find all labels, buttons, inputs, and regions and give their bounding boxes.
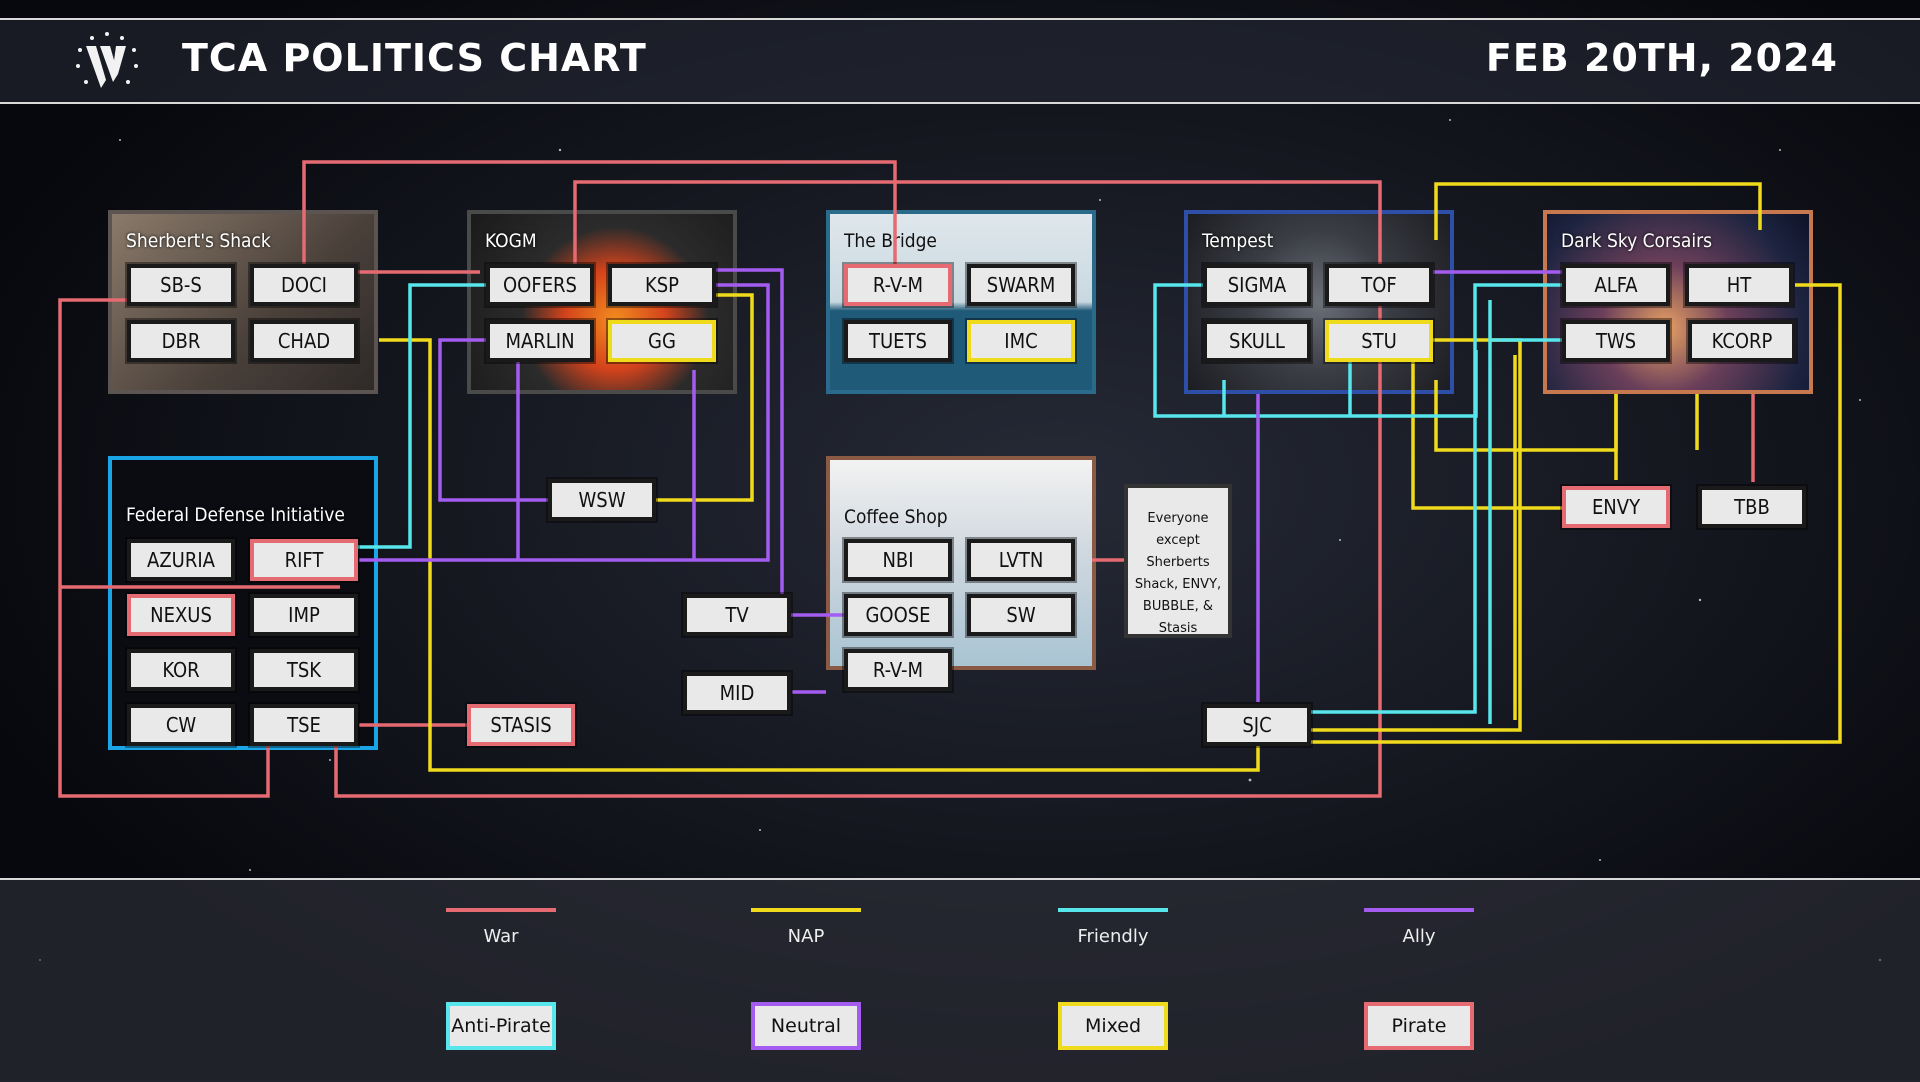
node-chad[interactable]: CHAD bbox=[250, 320, 358, 362]
node-stu[interactable]: STU bbox=[1325, 320, 1433, 362]
node-tbb[interactable]: TBB bbox=[1698, 486, 1806, 528]
node-tsk[interactable]: TSK bbox=[250, 649, 358, 691]
note-line: Shack, ENVY, bbox=[1134, 577, 1222, 592]
note-line: Everyone except bbox=[1147, 511, 1209, 548]
legend-panel: War NAP Friendly Ally Anti-Pirate Neutra… bbox=[0, 878, 1920, 1082]
node-stasis[interactable]: STASIS bbox=[467, 704, 575, 746]
note-line: Sherberts bbox=[1146, 555, 1210, 570]
nap-line bbox=[1310, 283, 1842, 744]
node-skull[interactable]: SKULL bbox=[1203, 320, 1311, 362]
node-swarm[interactable]: SWARM bbox=[967, 264, 1075, 306]
legend-pirate: Pirate bbox=[1364, 1002, 1474, 1050]
legend-anti-pirate: Anti-Pirate bbox=[446, 1002, 556, 1050]
node-tws[interactable]: TWS bbox=[1562, 320, 1670, 362]
legend-ally-line bbox=[1364, 908, 1474, 912]
group-title: Dark Sky Corsairs bbox=[1561, 230, 1713, 252]
node-envy[interactable]: ENVY bbox=[1562, 486, 1670, 528]
legend-mixed: Mixed bbox=[1058, 1002, 1168, 1050]
node-tse[interactable]: TSE bbox=[250, 704, 358, 746]
group-title: Tempest bbox=[1202, 230, 1274, 252]
war-line bbox=[302, 160, 897, 285]
legend-nap-label: NAP bbox=[787, 926, 825, 947]
page-title: TCA POLITICS CHART bbox=[182, 36, 647, 80]
chart-date: FEB 20TH, 2024 bbox=[1485, 36, 1838, 80]
legend-war-line bbox=[446, 908, 556, 912]
node-wsw[interactable]: WSW bbox=[548, 479, 656, 521]
node-doci[interactable]: DOCI bbox=[250, 264, 358, 306]
note-line: BUBBLE, & bbox=[1142, 599, 1214, 614]
node-nbi[interactable]: NBI bbox=[844, 539, 952, 581]
group-title: Federal Defense Initiative bbox=[126, 504, 345, 526]
note-line: Stasis bbox=[1158, 621, 1198, 636]
nap-line bbox=[379, 338, 1260, 772]
node-tof[interactable]: TOF bbox=[1325, 264, 1433, 306]
nap-line bbox=[655, 293, 754, 502]
nap-line bbox=[1434, 182, 1762, 230]
group-title: KOGM bbox=[485, 230, 537, 252]
alliance-logo-icon bbox=[76, 32, 138, 88]
node-sw[interactable]: SW bbox=[967, 594, 1075, 636]
node-kcorp[interactable]: KCORP bbox=[1688, 320, 1796, 362]
node-tuets[interactable]: TUETS bbox=[844, 320, 952, 362]
friendly-line bbox=[1310, 283, 1564, 714]
node-lvtn[interactable]: LVTN bbox=[967, 539, 1075, 581]
node-rift[interactable]: RIFT bbox=[250, 539, 358, 581]
node-ht[interactable]: HT bbox=[1685, 264, 1793, 306]
ally-line bbox=[715, 268, 784, 595]
legend-neutral: Neutral bbox=[751, 1002, 861, 1050]
node-gg[interactable]: GG bbox=[608, 320, 716, 362]
group-title: Sherbert's Shack bbox=[126, 230, 271, 252]
legend-friendly-line bbox=[1058, 908, 1168, 912]
node-sjc[interactable]: SJC bbox=[1203, 704, 1311, 746]
group-title: The Bridge bbox=[844, 230, 937, 252]
ally-line bbox=[438, 338, 548, 502]
group-title: Coffee Shop bbox=[844, 506, 948, 528]
node-imp[interactable]: IMP bbox=[250, 594, 358, 636]
header-bar: TCA POLITICS CHART FEB 20TH, 2024 bbox=[0, 18, 1920, 104]
node-azuria[interactable]: AZURIA bbox=[127, 539, 235, 581]
node-mid[interactable]: MID bbox=[683, 672, 791, 714]
legend-war-label: War bbox=[483, 926, 519, 947]
node-goose[interactable]: GOOSE bbox=[844, 594, 952, 636]
node-marlin[interactable]: MARLIN bbox=[486, 320, 594, 362]
node-sb-s[interactable]: SB-S bbox=[127, 264, 235, 306]
legend-friendly-label: Friendly bbox=[1077, 926, 1149, 947]
war-line bbox=[58, 298, 270, 798]
exception-note: Everyone except Sherberts Shack, ENVY, B… bbox=[1124, 484, 1232, 638]
node-dbr[interactable]: DBR bbox=[127, 320, 235, 362]
node-ksp[interactable]: KSP bbox=[608, 264, 716, 306]
node-r-v-m-bridge[interactable]: R-V-M bbox=[844, 264, 952, 306]
node-kor[interactable]: KOR bbox=[127, 649, 235, 691]
legend-ally-label: Ally bbox=[1402, 926, 1436, 947]
legend-nap-line bbox=[751, 908, 861, 912]
node-oofers[interactable]: OOFERS bbox=[486, 264, 594, 306]
node-r-v-m-coffee[interactable]: R-V-M bbox=[844, 649, 952, 691]
node-imc[interactable]: IMC bbox=[967, 320, 1075, 362]
ally-line bbox=[359, 283, 770, 562]
node-tv[interactable]: TV bbox=[683, 594, 791, 636]
node-nexus[interactable]: NEXUS bbox=[127, 594, 235, 636]
node-sigma[interactable]: SIGMA bbox=[1203, 264, 1311, 306]
node-alfa[interactable]: ALFA bbox=[1562, 264, 1670, 306]
friendly-line bbox=[358, 283, 486, 549]
node-cw[interactable]: CW bbox=[127, 704, 235, 746]
war-line bbox=[334, 180, 1382, 798]
